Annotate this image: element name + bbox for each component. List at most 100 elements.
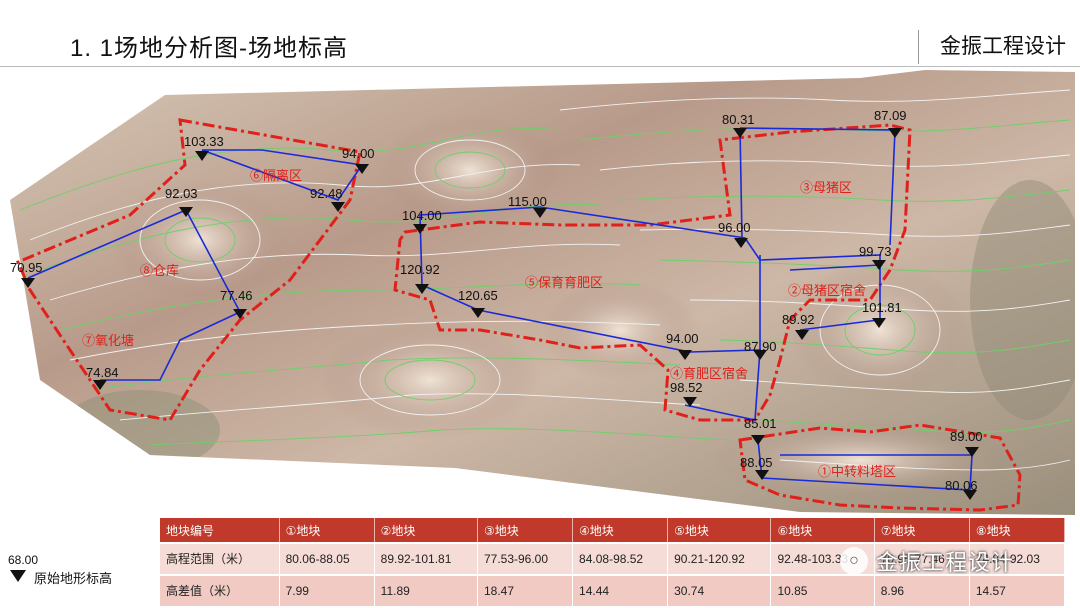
elevation-point: 87.09 bbox=[874, 108, 907, 138]
svg-text:120.65: 120.65 bbox=[458, 288, 498, 303]
table-cell: 14.44 bbox=[572, 574, 669, 606]
table-header: ①地块 bbox=[279, 518, 375, 543]
svg-text:104.00: 104.00 bbox=[402, 208, 442, 223]
svg-text:77.46: 77.46 bbox=[220, 288, 253, 303]
svg-text:92.03: 92.03 bbox=[165, 186, 198, 201]
elevation-point: 120.92 bbox=[400, 262, 440, 294]
elevation-point: 92.48 bbox=[310, 186, 345, 212]
table-header: ⑥地块 bbox=[770, 518, 875, 543]
site-map: 103.33 94.00 92.48 92.03 70.95 77.46 74.… bbox=[10, 70, 1075, 515]
elevation-point: 85.01 bbox=[744, 416, 777, 445]
elevation-point: 80.31 bbox=[722, 112, 755, 138]
watermark-text: 金振工程设计 bbox=[876, 550, 1015, 575]
svg-text:87.09: 87.09 bbox=[874, 108, 907, 123]
elevation-table: 地块编号 ①地块 ②地块 ③地块 ④地块 ⑤地块 ⑥地块 ⑦地块 ⑧地块 高程范… bbox=[160, 518, 1066, 606]
zone-label-8: ⑧仓库 bbox=[140, 263, 179, 278]
zone-label-3: ③母猪区 bbox=[800, 180, 852, 195]
elevation-point: 89.92 bbox=[782, 312, 815, 340]
zone-label-2: ②母猪区宿舍 bbox=[788, 283, 866, 298]
svg-text:103.33: 103.33 bbox=[184, 134, 224, 149]
table-cell: 90.21-120.92 bbox=[667, 542, 772, 575]
svg-text:94.00: 94.00 bbox=[666, 331, 699, 346]
svg-text:94.00: 94.00 bbox=[342, 146, 375, 161]
elevation-point: 98.52 bbox=[670, 380, 703, 407]
table-cell: 80.06-88.05 bbox=[279, 542, 375, 575]
page-title: 1. 1场地分析图-场地标高 bbox=[70, 35, 349, 62]
svg-text:98.52: 98.52 bbox=[670, 380, 703, 395]
zone-label-1: ①中转料塔区 bbox=[818, 464, 896, 479]
zone-label-5: ⑤保育育肥区 bbox=[525, 275, 603, 290]
table-header: ⑤地块 bbox=[667, 518, 772, 543]
svg-text:115.00: 115.00 bbox=[508, 194, 547, 209]
zone-label-7: ⑦氧化塘 bbox=[82, 333, 134, 348]
boundary-west-zones bbox=[16, 118, 362, 422]
table-cell: 7.99 bbox=[279, 574, 375, 606]
svg-text:85.01: 85.01 bbox=[744, 416, 777, 431]
elevation-point: 88.05 bbox=[740, 455, 773, 480]
table-header: ②地块 bbox=[374, 518, 478, 543]
elevation-point: 103.33 bbox=[184, 134, 224, 161]
table-cell: 77.53-96.00 bbox=[477, 542, 574, 575]
table-cell: 70.95-77.46 bbox=[874, 542, 970, 575]
elevation-point: 74.84 bbox=[86, 365, 119, 390]
legend-label: 原始地形标高 bbox=[34, 571, 113, 586]
elevation-point: 101.81 bbox=[862, 300, 902, 328]
table-cell: 高差值（米） bbox=[160, 574, 280, 606]
elevation-point: 99.73 bbox=[859, 244, 892, 270]
boundary-south-zone bbox=[738, 423, 1022, 512]
table-cell: 高程范围（米） bbox=[160, 542, 280, 575]
elevation-point: 94.00 bbox=[342, 146, 375, 174]
company-name: 金振工程设计 bbox=[940, 35, 1066, 58]
svg-text:70.95: 70.95 bbox=[10, 260, 43, 275]
title-divider bbox=[918, 30, 919, 64]
table-cell: 11.89 bbox=[374, 574, 478, 606]
table-row: 高程范围（米） 80.06-88.05 89.92-101.81 77.53-9… bbox=[160, 542, 1066, 575]
table-cell: 84.08-98.52 bbox=[572, 542, 669, 575]
svg-text:99.73: 99.73 bbox=[859, 244, 892, 259]
svg-text:87.90: 87.90 bbox=[744, 339, 777, 354]
contour-lines bbox=[19, 89, 1071, 471]
watermark: ○ 金振工程设计 bbox=[840, 546, 1070, 576]
svg-text:120.92: 120.92 bbox=[400, 262, 440, 277]
elevation-point: 77.46 bbox=[220, 288, 253, 319]
table-cell: 18.47 bbox=[477, 574, 574, 606]
elevation-point: 94.00 bbox=[666, 331, 699, 360]
elevation-point: 87.90 bbox=[744, 339, 777, 360]
elevation-point: 92.03 bbox=[165, 186, 198, 217]
wechat-icon: ○ bbox=[840, 547, 868, 575]
elevation-point: 120.65 bbox=[458, 288, 498, 318]
table-cell: 30.74 bbox=[667, 574, 772, 606]
table-cell: 14.57 bbox=[969, 574, 1066, 606]
elevation-point: 115.00 bbox=[508, 194, 547, 218]
table-header: ④地块 bbox=[572, 518, 669, 543]
legend-value: 68.00 bbox=[8, 553, 39, 567]
table-header: ⑧地块 bbox=[969, 518, 1066, 543]
legend-marker-icon bbox=[10, 570, 26, 582]
zone-label-6: ⑥隔离区 bbox=[250, 168, 302, 183]
elevation-point: 80.06 bbox=[945, 478, 978, 500]
elevation-point: 96.00 bbox=[718, 220, 751, 248]
svg-text:80.06: 80.06 bbox=[945, 478, 978, 493]
elevation-point: 89.00 bbox=[950, 429, 983, 457]
svg-text:101.81: 101.81 bbox=[862, 300, 902, 315]
table-header: ③地块 bbox=[477, 518, 574, 543]
table-cell: 89.92-101.81 bbox=[374, 542, 478, 575]
svg-text:92.48: 92.48 bbox=[310, 186, 343, 201]
svg-text:80.31: 80.31 bbox=[722, 112, 755, 127]
svg-text:96.00: 96.00 bbox=[718, 220, 751, 235]
terrain-surface bbox=[10, 70, 1075, 515]
table-row: 高差值（米） 7.99 11.89 18.47 14.44 30.74 10.8… bbox=[160, 574, 1066, 606]
table-cell: 74.84-92.03 bbox=[969, 542, 1066, 575]
elevation-point: 70.95 bbox=[10, 260, 43, 288]
elevation-point: 104.00 bbox=[402, 208, 442, 234]
header-rule bbox=[0, 66, 1080, 67]
zone-label-4: ④育肥区宿舍 bbox=[670, 366, 748, 381]
elevation-markers: 103.33 94.00 92.48 92.03 70.95 77.46 74.… bbox=[10, 108, 983, 500]
table-header: 地块编号 bbox=[160, 518, 280, 543]
zone-labels: ①中转料塔区 ②母猪区宿舍 ③母猪区 ④育肥区宿舍 ⑤保育育肥区 ⑥隔离区 ⑦氧… bbox=[82, 168, 896, 479]
svg-text:74.84: 74.84 bbox=[86, 365, 119, 380]
table-cell: 10.85 bbox=[770, 574, 875, 606]
boundary-north-zones bbox=[393, 123, 912, 422]
zone-boundaries bbox=[16, 118, 1022, 512]
svg-text:89.92: 89.92 bbox=[782, 312, 815, 327]
